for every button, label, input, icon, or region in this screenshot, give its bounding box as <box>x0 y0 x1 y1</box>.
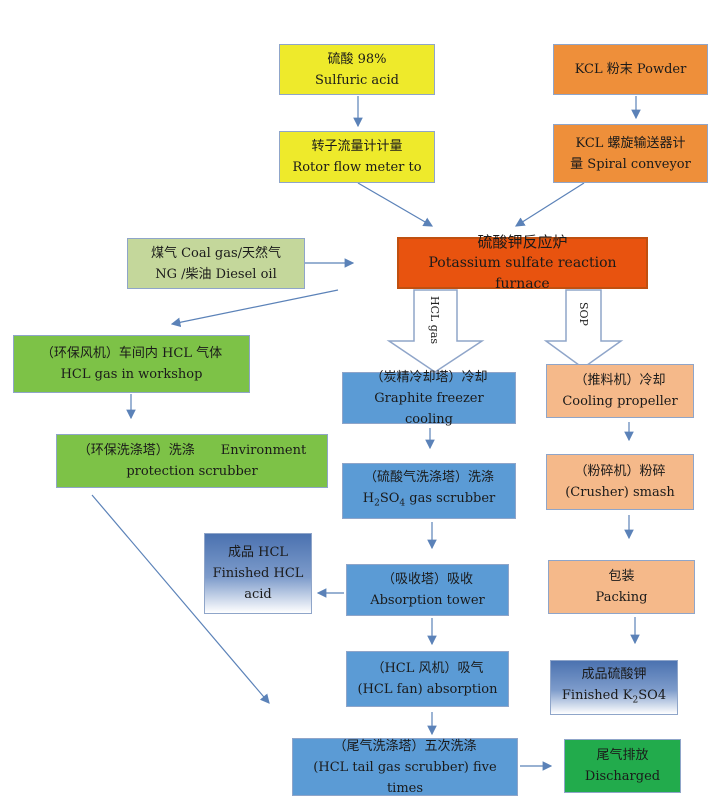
hcl-fan-node: （HCL 风机）吸气 (HCL fan) absorption <box>346 651 509 707</box>
fuel-node: 煤气 Coal gas/天然气 NG /柴油 Diesel oil <box>127 238 305 289</box>
packing-node: 包装 Packing <box>548 560 695 614</box>
crusher-node: （粉碎机）粉碎 (Crusher) smash <box>546 454 694 510</box>
arrow-env-to-tail <box>91 494 270 704</box>
hcl-gas-label: HCL gas <box>428 296 441 345</box>
absorption-line2: Absorption tower <box>370 593 485 608</box>
hcl-fan-line1: （HCL 风机）吸气 <box>371 661 484 676</box>
arrow-furnace-to-workshop <box>170 289 339 328</box>
kcl-powder-node: KCL 粉末 Powder <box>553 44 708 95</box>
h2so4-h: H <box>362 491 375 507</box>
finished-hcl-node: 成品 HCL Finished HCL acid <box>204 533 312 614</box>
finished-k2so4-line2: Finished K2SO4 <box>562 685 666 712</box>
packing-line2: Packing <box>595 590 648 605</box>
sulfuric-acid-line2: Sulfuric acid <box>315 72 399 88</box>
hcl-workshop-node: （环保风机）车间内 HCL 气体 HCL gas in workshop <box>13 335 250 393</box>
hcl-workshop-line2: HCL gas in workshop <box>60 367 203 382</box>
hollow-arrow-hcl-gas <box>386 289 485 373</box>
spiral-conveyor-line2: 量 Spiral conveyor <box>570 156 691 172</box>
tail-scrubber-node: （尾气洗涤塔）五次洗涤 (HCL tail gas scrubber) five… <box>292 738 518 796</box>
furnace-line1: 硫酸钾反应炉 <box>477 232 568 251</box>
spiral-conveyor-node: KCL 螺旋输送器计 量 Spiral conveyor <box>553 124 708 183</box>
crusher-line1: （粉碎机）粉碎 <box>574 464 666 479</box>
hcl-workshop-line1: （环保风机）车间内 HCL 气体 <box>40 346 223 361</box>
graphite-node: （炭精冷却塔）冷却 Graphite freezer cooling <box>342 370 516 427</box>
h2so4-scrubber-node: （硫酸气洗涤塔）洗涤 H2SO4 gas scrubber <box>342 463 516 519</box>
sop-label: SOP <box>577 302 590 326</box>
rotor-flow-line1: 转子流量计计量 <box>311 139 403 154</box>
finished-hcl-line3: acid <box>244 587 272 602</box>
furnace-line2: Potassium sulfate reaction furnace <box>428 254 617 292</box>
arrow-meter-to-furnace <box>357 182 434 227</box>
absorption-line1: （吸收塔）吸收 <box>381 572 473 587</box>
h2so4-sub1: 2 <box>374 498 380 509</box>
graphite-line1: （炭精冷却塔）冷却 <box>370 369 488 385</box>
env-scrubber-line2: protection scrubber <box>126 464 258 479</box>
sulfuric-acid-node: 硫酸 98% Sulfuric acid <box>279 44 435 95</box>
cooling-propeller-line1: （推料机）冷却 <box>574 373 666 388</box>
discharged-node: 尾气排放 Discharged <box>564 739 681 793</box>
discharged-line1: 尾气排放 <box>596 748 649 763</box>
k2so4-end: SO4 <box>638 687 667 703</box>
rotor-flow-line2: Rotor flow meter to <box>292 160 422 175</box>
spiral-conveyor-line1: KCL 螺旋输送器计 <box>575 135 686 151</box>
finished-k2so4-line1: 成品硫酸钾 <box>581 666 647 682</box>
h2so4-scrubber-line1: （硫酸气洗涤塔）洗涤 <box>363 470 494 486</box>
finished-hcl-line2: Finished HCL <box>212 566 304 581</box>
k2so4-main: Finished K <box>561 687 633 703</box>
rotor-flow-node: 转子流量计计量 Rotor flow meter to <box>279 131 435 183</box>
k2so4-sub: 2 <box>632 695 639 706</box>
graphite-line2: Graphite freezer cooling <box>374 390 484 427</box>
hcl-fan-line2: (HCL fan) absorption <box>357 682 498 697</box>
hollow-arrow-sop <box>543 289 624 369</box>
h2so4-scrubber-line2: H2SO4 gas scrubber <box>363 488 496 515</box>
fuel-line1: 煤气 Coal gas/天然气 <box>150 245 282 261</box>
kcl-powder-line1: KCL 粉末 Powder <box>574 62 687 77</box>
h2so4-end: gas scrubber <box>405 491 496 507</box>
absorption-node: （吸收塔）吸收 Absorption tower <box>346 564 509 616</box>
furnace-node: 硫酸钾反应炉 Potassium sulfate reaction furnac… <box>397 233 648 292</box>
cooling-propeller-node: （推料机）冷却 Cooling propeller <box>546 364 694 418</box>
cooling-propeller-line2: Cooling propeller <box>562 394 678 409</box>
h2so4-sub2: 4 <box>399 498 406 509</box>
packing-line1: 包装 <box>608 569 635 584</box>
fuel-line2: NG /柴油 Diesel oil <box>155 266 277 282</box>
tail-scrubber-line2: (HCL tail gas scrubber) five times <box>313 759 497 796</box>
finished-k2so4-node: 成品硫酸钾 Finished K2SO4 <box>550 660 678 715</box>
env-scrubber-line1: （环保洗涤塔）洗涤 Environment <box>77 443 307 458</box>
sulfuric-acid-line1: 硫酸 98% <box>327 51 387 67</box>
arrow-conveyor-to-furnace <box>514 182 585 227</box>
discharged-line2: Discharged <box>584 769 661 784</box>
tail-scrubber-line1: （尾气洗涤塔）五次洗涤 <box>333 738 477 754</box>
h2so4-so: SO <box>379 491 400 507</box>
finished-hcl-line1: 成品 HCL <box>227 545 289 560</box>
crusher-line2: (Crusher) smash <box>565 485 675 500</box>
env-scrubber-node: （环保洗涤塔）洗涤 Environment protection scrubbe… <box>56 434 328 488</box>
